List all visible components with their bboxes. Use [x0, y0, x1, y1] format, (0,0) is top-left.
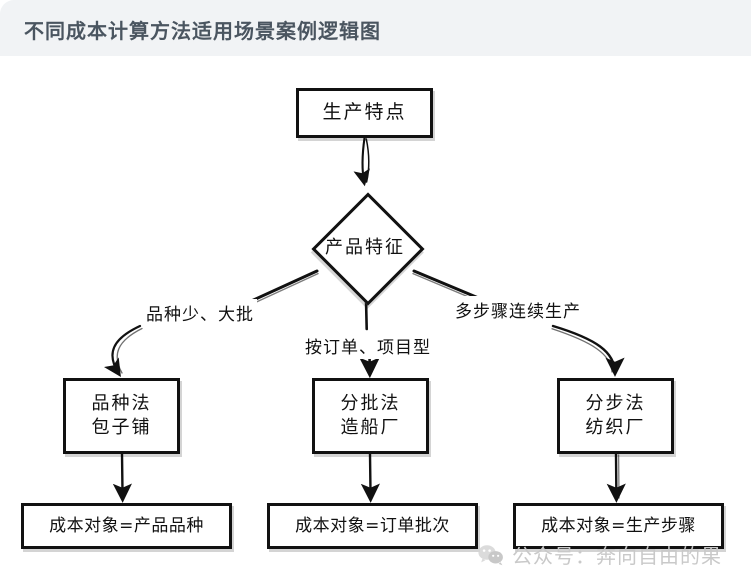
node-label-line2: 造船厂 [340, 417, 401, 438]
edge-label-right: 多步骤连续生产 [452, 296, 584, 323]
node-label-line2: 纺织厂 [585, 417, 646, 438]
node-label: 成本对象=订单批次 [295, 515, 450, 536]
node-method-step[interactable]: 分步法 纺织厂 [557, 378, 674, 454]
edge-method2-to-result2 [360, 452, 380, 503]
edge-left-to-method [103, 324, 143, 377]
node-method-variety[interactable]: 品种法 包子铺 [63, 378, 180, 454]
node-result-product-variety[interactable]: 成本对象=产品品种 [21, 503, 232, 549]
node-label-line1: 品种法 [91, 393, 152, 415]
node-product-characteristics-decision[interactable]: 产品特征 [294, 192, 436, 306]
diagram-canvas: 生产特点 产品特征 品种少、大批 按订单、项目型 多步骤连续生产 品种法 包子铺… [0, 56, 751, 586]
page-title: 不同成本计算方法适用场景案例逻辑图 [24, 19, 381, 43]
edge-method3-to-result3 [606, 452, 626, 503]
node-production-characteristics[interactable]: 生产特点 [296, 88, 433, 138]
edge-right-to-method [551, 324, 625, 377]
edge-top-to-decision [353, 136, 370, 187]
node-label-line1: 分批法 [340, 393, 401, 415]
node-result-production-step[interactable]: 成本对象=生产步骤 [513, 503, 724, 549]
node-label: 生产特点 [322, 101, 407, 124]
node-label-line1: 分步法 [585, 393, 646, 415]
edge-label-middle: 按订单、项目型 [302, 332, 434, 359]
header-bar: 不同成本计算方法适用场景案例逻辑图 [0, 0, 751, 56]
edge-layer [103, 136, 626, 503]
node-method-batch[interactable]: 分批法 造船厂 [312, 378, 429, 454]
node-label: 成本对象=生产步骤 [541, 515, 696, 536]
node-label: 成本对象=产品品种 [49, 515, 204, 536]
edge-method1-to-result1 [112, 452, 132, 503]
node-label: 产品特征 [325, 237, 405, 258]
edge-label-left: 品种少、大批 [143, 299, 257, 326]
node-result-order-batch[interactable]: 成本对象=订单批次 [267, 503, 478, 549]
node-label-line2: 包子铺 [91, 417, 152, 438]
